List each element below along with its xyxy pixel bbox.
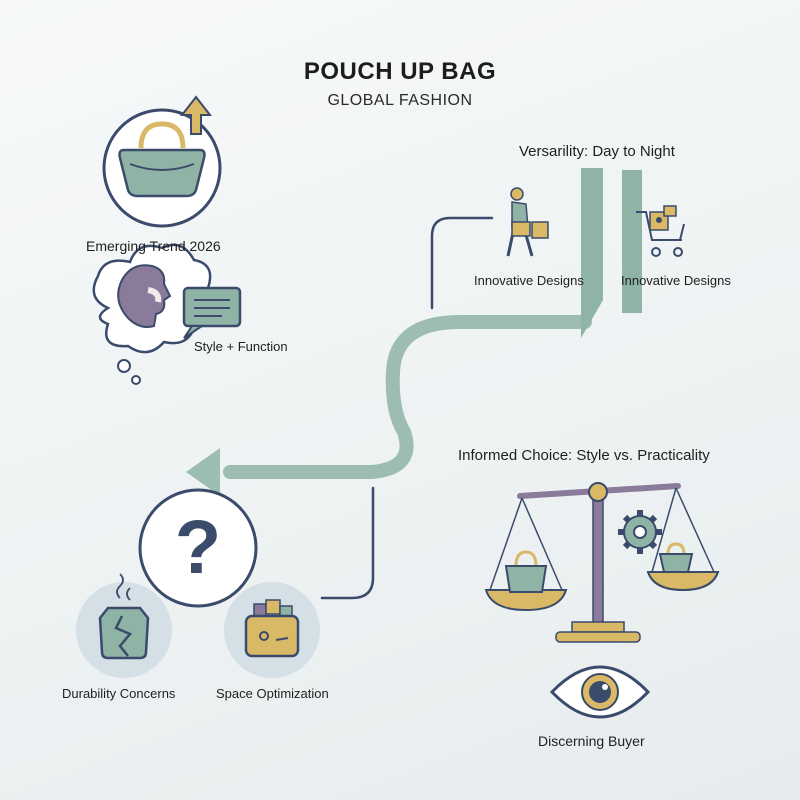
innovative-label-1: Innovative Designs bbox=[474, 273, 584, 288]
choice-heading: Informed Choice: Style vs. Practicality bbox=[458, 447, 710, 464]
trend-bag-icon bbox=[102, 108, 222, 228]
connector-line-bottom bbox=[320, 486, 375, 600]
eye-icon bbox=[549, 665, 651, 719]
trend-up-arrow-icon bbox=[179, 95, 213, 135]
space-bag-icon bbox=[224, 582, 320, 678]
walking-person-icon bbox=[506, 187, 549, 257]
shopping-cart-icon bbox=[636, 205, 685, 257]
page-title: POUCH UP BAG bbox=[303, 58, 497, 85]
durability-bag-icon bbox=[76, 573, 172, 678]
gear-icon bbox=[618, 510, 662, 554]
page-subtitle: GLOBAL FASHION bbox=[327, 92, 473, 109]
flow-arrow-head bbox=[186, 448, 220, 496]
scale-bag-right-icon bbox=[658, 542, 694, 573]
balance-scale-icon bbox=[484, 482, 720, 643]
question-mark: ? bbox=[174, 505, 222, 590]
space-label: Space Optimization bbox=[216, 686, 329, 701]
durability-label: Durability Concerns bbox=[62, 686, 176, 701]
flow-path bbox=[223, 315, 592, 479]
connector-line-top bbox=[430, 216, 494, 310]
style-function-label: Style + Function bbox=[194, 339, 288, 354]
speech-box-icon bbox=[182, 286, 242, 339]
buyer-label: Discerning Buyer bbox=[538, 733, 645, 749]
question-circle bbox=[138, 488, 258, 608]
versatility-bar-right bbox=[622, 170, 642, 313]
scale-bag-left-icon bbox=[504, 550, 548, 593]
trend-label: Emerging Trend 2026 bbox=[86, 238, 221, 254]
profile-head-icon bbox=[117, 264, 172, 328]
versatility-heading: Versarility: Day to Night bbox=[519, 143, 675, 160]
versatility-bar-left bbox=[581, 168, 603, 338]
innovative-label-2: Innovative Designs bbox=[621, 273, 731, 288]
